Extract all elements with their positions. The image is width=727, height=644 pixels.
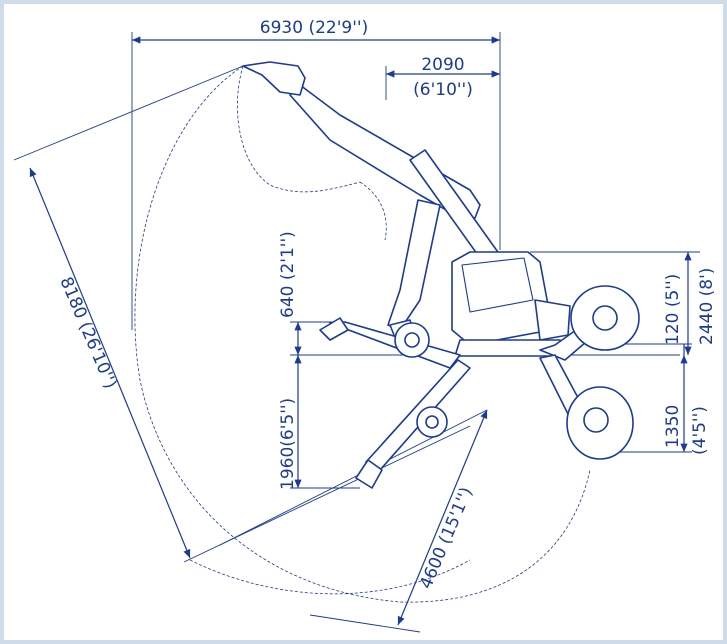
cab [451,251,549,346]
offset-top-dimension: 2090 (6'10'') [385,55,500,100]
stick [387,199,441,331]
right-dimensions: 120 (5'') 2440 (8') 1350 (4'5'') [530,251,717,455]
bucket [242,61,306,96]
right-small-label: 120 (5'') [663,274,683,345]
left-dimensions: 640 (2'1'') 1960(6'5'') [278,231,680,490]
overall-width-label: 6930 (22'9'') [260,18,368,38]
mid-wheel-hub [425,415,439,429]
lower-reach-dimension: 4600 (15'1'') [219,409,488,633]
front-wheel-hub [404,332,420,348]
front-claw [319,317,349,341]
right-lower-hub [583,407,609,433]
counterweight [534,299,571,341]
left-lower-label: 1960(6'5'') [278,398,298,490]
offset-top-imperial-label: (6'10'') [413,80,473,100]
max-reach-label: 8180 (26'10'') [55,274,120,392]
right-height-label: 2440 (8') [697,268,717,345]
right-upper-hub [592,305,618,331]
rear-claw [355,459,383,489]
excavator-machine [242,61,640,489]
left-upper-label: 640 (2'1'') [278,231,298,318]
cab-window [461,257,534,313]
right-lower-imperial-label: (4'5'') [690,406,710,455]
lower-reach-label: 4600 (15'1'') [416,484,477,592]
right-lower-label: 1350 [663,405,683,448]
offset-top-label: 2090 [421,55,464,75]
